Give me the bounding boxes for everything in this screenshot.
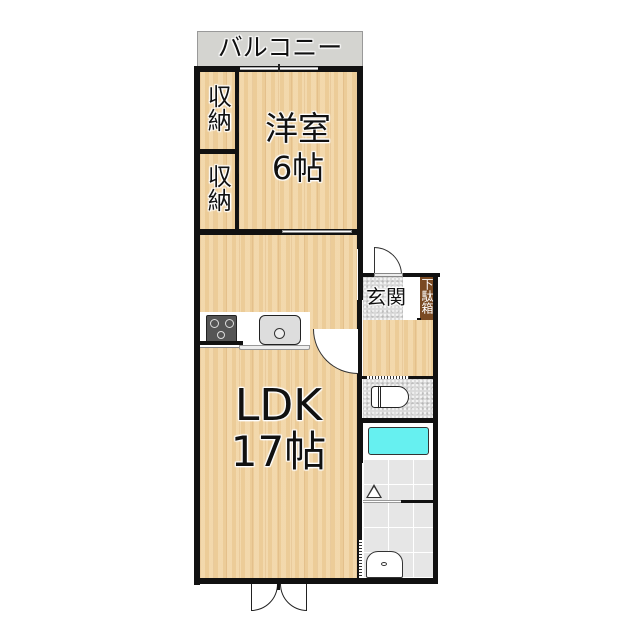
bedroom: 洋室 6帖 [239, 72, 357, 230]
bedroom-sliding-door[interactable] [282, 230, 352, 233]
genkan-step [417, 318, 421, 321]
entrance-label: 玄関 [366, 285, 406, 309]
bath-wall-top [362, 418, 438, 423]
window-mullion [278, 64, 280, 72]
burner-icon [210, 319, 219, 328]
wash-door[interactable] [363, 500, 401, 503]
washroom [363, 503, 433, 578]
outer-wall-bottom-right [357, 578, 438, 584]
burner-icon [225, 319, 234, 328]
entrance-wall-left [358, 245, 363, 300]
entrance: 玄関 [363, 277, 419, 320]
closet-upper-label: 収納 [203, 84, 232, 132]
balcony-label: バルコニー [217, 33, 343, 62]
outer-wall-right-upper [357, 66, 363, 249]
right-wall [433, 273, 438, 584]
bathtub-icon [368, 427, 429, 455]
wash-basin-icon [366, 551, 403, 578]
toilet-door[interactable] [367, 376, 409, 379]
ldk-name: LDK [234, 380, 323, 431]
entrance-wall-top [362, 273, 374, 277]
balcony: バルコニー [197, 31, 363, 68]
shoe-box: 下駄箱 [420, 277, 434, 320]
wash-wall [401, 500, 438, 504]
closet-divider [200, 149, 240, 154]
closet-wall [235, 72, 239, 230]
toilet-icon [371, 386, 409, 408]
kitchen-sink-icon [259, 315, 301, 345]
entrance-door-threshold [374, 273, 403, 277]
ldk-room [200, 235, 357, 578]
ldk-size: 17帖 [230, 427, 327, 476]
bedroom-name: 洋室 [265, 109, 331, 148]
bedroom-ldk-wall [194, 229, 363, 235]
patio-door-left[interactable] [251, 584, 278, 611]
drain-icon [274, 328, 285, 339]
counter-edge [239, 345, 310, 350]
closet-upper: 収納 [200, 72, 236, 150]
bathtub-area [363, 423, 433, 460]
bath-door-icon-inner [368, 487, 380, 497]
bath-wall-left [358, 418, 363, 463]
patio-door-right[interactable] [280, 584, 307, 611]
outer-wall-left [194, 66, 200, 585]
step-edge [403, 277, 419, 320]
door-post [277, 582, 280, 590]
entrance-door[interactable] [374, 247, 402, 276]
toilet-tank [378, 386, 381, 408]
washroom-sliding-door[interactable] [359, 540, 362, 578]
outer-wall-bottom [194, 578, 363, 584]
burner-icon [217, 331, 225, 339]
gas-stove-icon [206, 315, 237, 343]
bedroom-size: 6帖 [271, 149, 325, 187]
shoe-box-label: 下駄箱 [420, 278, 434, 314]
counter-wall [200, 341, 243, 345]
hallway [363, 320, 433, 378]
closet-lower-label: 収納 [203, 164, 232, 212]
entrance-wall-top-right [403, 273, 440, 277]
closet-lower: 収納 [200, 154, 236, 230]
basin-drain [381, 562, 387, 566]
toilet-room [363, 379, 433, 418]
